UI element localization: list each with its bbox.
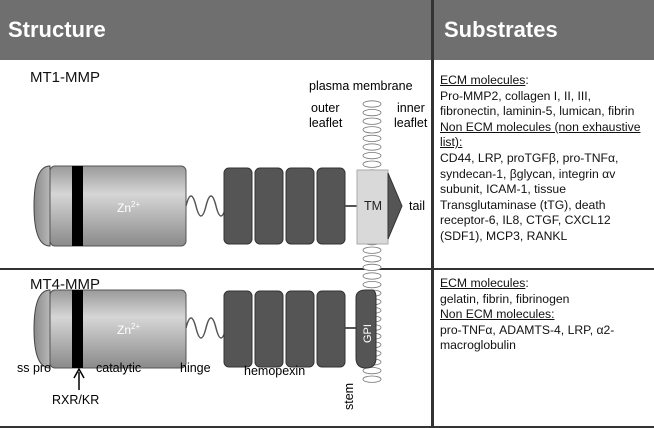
structure-diagram: MT1-MMP MT4-MMP plasma membrane outer le… [17,69,428,410]
mt1-zinc-label: Zn2+ [117,200,140,215]
outer-leaflet-2: leaflet [309,116,343,130]
mt1-molecule: Zn2+ TM tail [33,165,425,247]
row-divider [0,268,654,270]
mt4-ecm-text: gelatin, fibrin, fibrinogen [440,291,570,306]
header-structure: Structure [0,0,431,60]
mt4-ecm-heading: ECM molecules [440,276,526,290]
mt1-substrates: ECM molecules: Pro-MMP2, collagen I, II,… [440,73,652,245]
label-ss-pro: ss pro [17,361,51,375]
mt4-substrates: ECM molecules: gelatin, fibrin, fibrinog… [440,276,652,354]
membrane-label: plasma membrane [309,79,413,93]
mt1-ecm-heading: ECM molecules [440,73,526,87]
label-catalytic: catalytic [96,361,141,375]
mt4-name: MT4-MMP [30,276,100,293]
mt4-non-ecm-heading: Non ECM molecules: [440,307,555,322]
mt1-non-ecm-heading: Non ECM molecules (non exhaustive list): [440,119,641,150]
label-rxr: RXR/KR [52,393,99,407]
mt4-zinc-label: Zn2+ [117,322,140,337]
mt4-molecule: Zn2+ GPI ss pro catalytic hinge hemopexi… [17,289,377,410]
inner-leaflet-1: inner [397,101,425,115]
mt1-name: MT1-MMP [30,69,100,86]
inner-leaflet-2: leaflet [394,116,428,130]
outer-leaflet-1: outer [311,101,340,115]
tm-label: TM [364,199,382,213]
header-substrates: Substrates [434,0,654,60]
column-divider [431,0,434,428]
gpi-label: GPI [362,324,374,343]
mt1-ecm-text: Pro-MMP2, collagen I, II, III, fibronect… [440,88,635,119]
label-stem: stem [342,383,356,410]
tail-label: tail [409,199,425,213]
mt4-non-ecm-text: pro-TNFα, ADAMTS-4, LRP, α2-macroglobuli… [440,322,615,353]
label-hinge: hinge [180,361,211,375]
mt1-non-ecm-text: CD44, LRP, proTGFβ, pro-TNFα, syndecan-1… [440,150,619,243]
label-hemopexin: hemopexin [244,364,305,378]
bottom-border [0,426,654,428]
